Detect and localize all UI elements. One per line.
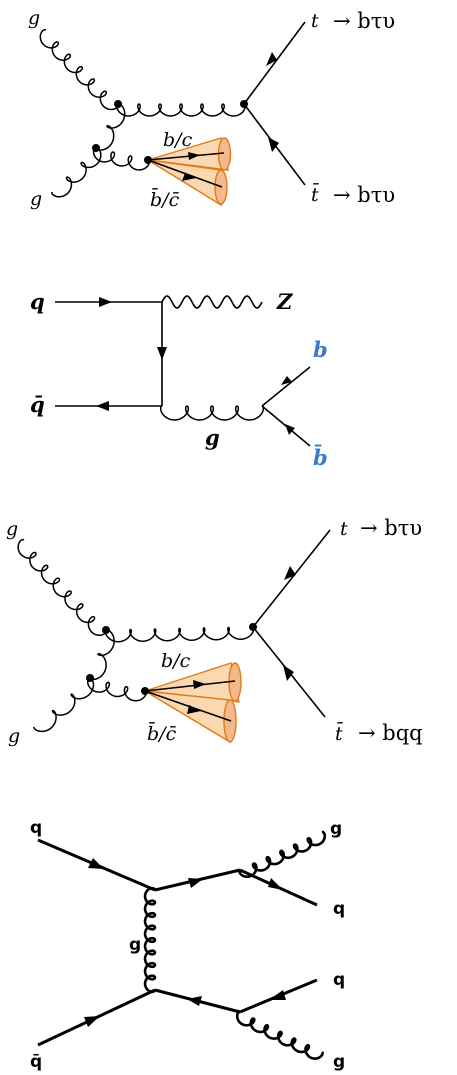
gluon-curl (17, 538, 108, 636)
bbar-jet-line (144, 690, 232, 722)
gluon-curl (159, 405, 265, 421)
gluon-curl (86, 677, 147, 702)
propagator-arrow (157, 347, 167, 360)
z-boson-line (161, 295, 263, 309)
anti-b-quark-arrow (285, 424, 295, 435)
vertex (92, 144, 100, 152)
label-top-decay: → bτυ (333, 9, 395, 33)
quark-arrow (99, 297, 112, 307)
label-gluon-in-bottom: g (8, 725, 20, 747)
label-gluon-in-bottom: g (30, 188, 42, 210)
final-quark-bottom-arrow (269, 990, 286, 1000)
label-gluon-in-top: g (28, 7, 40, 29)
final-quark-top-arrow (268, 878, 283, 890)
label-z-boson: Z (276, 289, 293, 314)
quark-out-arrow (188, 878, 203, 888)
vertex (86, 674, 94, 682)
label-antiquark-in: q̄ (30, 1052, 42, 1072)
gluon-curl (92, 147, 150, 171)
label-b-quark: b (313, 337, 328, 362)
diagram-z-bb: q q̄ Z g b b̄ (30, 289, 328, 470)
label-out-top-quark: q (333, 899, 345, 919)
antitop-quark-arrow (283, 665, 294, 681)
s-channel-gluon (104, 626, 255, 643)
gluon-curl (89, 628, 115, 681)
label-antitop-decay: → bqq (358, 721, 423, 745)
label-bbar-jet: b̄/c̄ (147, 721, 177, 745)
label-top-quark: t (311, 10, 319, 32)
gluon-curl (116, 103, 246, 117)
vertex (249, 623, 257, 631)
label-antitop-quark: t̄ (311, 182, 319, 206)
b-jet-line (144, 680, 236, 692)
gluon-curl (238, 830, 327, 879)
incoming-gluon-bottom (33, 628, 115, 733)
vertex (141, 687, 149, 695)
top-quark-arrow (266, 52, 277, 66)
label-top-decay: → bτυ (360, 516, 422, 540)
final-gluon-top (238, 830, 327, 879)
gluon-curl (143, 886, 157, 994)
label-gluon-in-top: g (6, 518, 18, 540)
gluon-curl (33, 677, 95, 733)
b-quark-arrow (281, 376, 292, 385)
bbar-jet-arrow (187, 705, 201, 714)
antitop-quark-arrow (268, 137, 279, 152)
label-antitop-quark: t̄ (335, 721, 343, 745)
vertex (114, 100, 122, 108)
bbar-jet-arrow (182, 173, 196, 181)
label-out-bottom-quark: q (333, 970, 345, 990)
antiquark-arrow (84, 1016, 100, 1027)
gluon-curl (95, 103, 126, 151)
diagram-ttbar-bb-tau-qq: g g t → bτυ t̄ → bqq b/c b̄/c̄ (6, 516, 423, 747)
b-quark-line (261, 366, 311, 407)
antiquark-arrow (96, 401, 109, 411)
label-bbar-jet: b̄/c̄ (150, 187, 180, 211)
label-b-jet: b/c (163, 129, 193, 151)
gluon-curl (51, 147, 102, 198)
bb-splitting-gluon (92, 147, 150, 171)
gluon-curl (39, 28, 120, 111)
label-quark: q (30, 289, 45, 314)
label-top-quark: t (340, 518, 348, 540)
b-jet-line (147, 152, 225, 161)
quark-arrow (88, 858, 104, 869)
label-out-top-gluon: g (330, 819, 342, 839)
label-quark-in: q (30, 818, 42, 838)
top-quark-arrow (284, 566, 296, 580)
gluon-line (159, 405, 265, 421)
label-exchange-gluon: g (129, 935, 141, 955)
bb-splitting-gluon (86, 677, 147, 702)
gluon-curl (104, 626, 255, 643)
diagram-ttbar-bb-tau-tau: g g t → bτυ t̄ → bτυ b/c b̄/c̄ (28, 7, 395, 211)
label-out-bottom-gluon: g (333, 1052, 345, 1072)
label-antiquark: q̄ (30, 392, 45, 417)
label-b-jet: b/c (161, 650, 191, 672)
incoming-gluon-top (17, 538, 108, 636)
final-gluon-bottom (235, 1010, 324, 1060)
label-anti-b-quark: b̄ (313, 445, 328, 470)
incoming-gluon-top (39, 28, 120, 111)
s-channel-gluon (116, 103, 246, 117)
vertex (102, 626, 110, 634)
gluon-curl (235, 1010, 324, 1060)
top-quark-line (252, 529, 331, 628)
b-jet-arrow (193, 680, 206, 689)
vertex (144, 156, 152, 164)
label-gluon: g (205, 425, 220, 450)
b-jet-arrow (188, 152, 200, 160)
top-quark-line (243, 21, 306, 105)
antiquark-out-arrow (187, 996, 202, 1006)
vertex (240, 100, 248, 108)
diagram-qqbar-tchannel: q q̄ g g q q g (30, 818, 345, 1072)
exchange-gluon (143, 886, 157, 994)
label-antitop-decay: → bτυ (333, 183, 395, 207)
incoming-gluon-bottom (51, 103, 126, 198)
